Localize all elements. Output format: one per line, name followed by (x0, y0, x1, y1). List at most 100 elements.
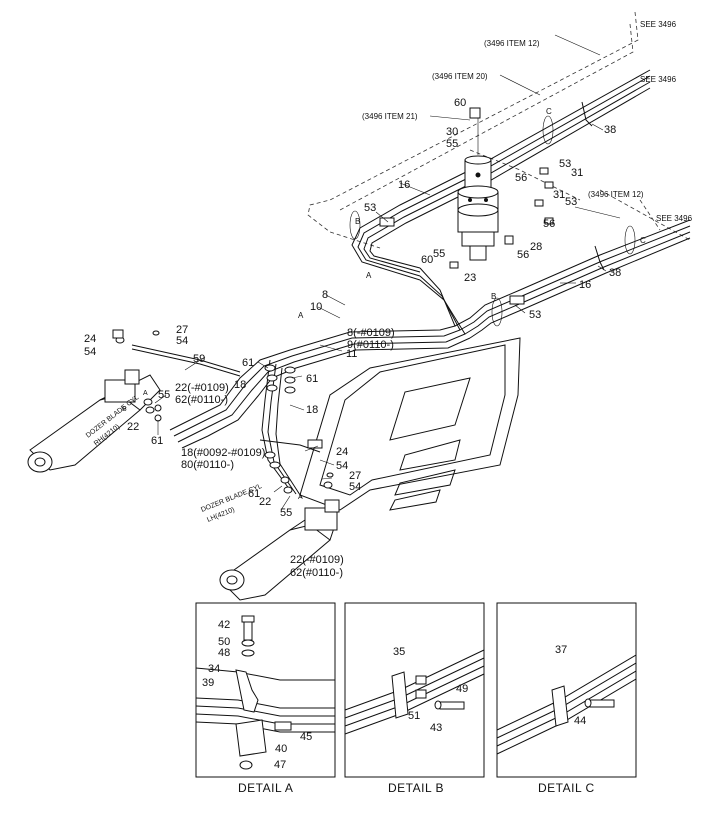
detail-a-callout-47: 47 (274, 759, 286, 771)
letter-c-right: C (640, 236, 646, 245)
center-swivel-joint (457, 155, 499, 261)
callout-30: 30 (446, 126, 458, 138)
callout-38a: 38 (604, 124, 616, 136)
detail-a-title: DETAIL A (238, 781, 293, 795)
callout-60b: 60 (421, 254, 433, 266)
callout-55d: 55 (280, 507, 292, 519)
callout-31b: 31 (553, 189, 565, 201)
detail-c-title: DETAIL C (538, 781, 595, 795)
callout-55a: 55 (446, 138, 458, 150)
letter-a-cyl: A (143, 390, 148, 397)
callout-61c: 61 (151, 435, 163, 447)
callout-55b: 55 (433, 248, 445, 260)
letter-a-mid: A (366, 271, 372, 280)
ref-item12-right: (3496 ITEM 12) (588, 190, 644, 199)
detail-a-callout-34: 34 (208, 663, 220, 675)
callout-54b: 54 (176, 335, 188, 347)
detail-b-callout-51: 51 (408, 710, 420, 722)
detail-b-callout-35: 35 (393, 646, 405, 658)
detail-c-callout-37: 37 (555, 644, 567, 656)
callout-55c: 55 (158, 389, 170, 401)
callout-22-sub-b: 22(-#0109) (290, 554, 344, 566)
detail-b-callout-43: 43 (430, 722, 442, 734)
detail-c-box: 37 44 DETAIL C (496, 602, 637, 795)
callout-27b: 27 (349, 470, 361, 482)
frame-bracket-outline (299, 337, 521, 511)
ref-item20: (3496 ITEM 20) (432, 72, 488, 81)
detail-b-callout-49: 49 (456, 683, 468, 695)
detail-a-callout-39: 39 (202, 677, 214, 689)
detail-c-callout-44: 44 (574, 715, 586, 727)
callout-53c: 53 (364, 202, 376, 214)
letter-a-cyl2: A (298, 494, 303, 501)
callout-9-sub: 9(#0110-) (347, 339, 394, 351)
detail-a-callout-42: 42 (218, 619, 230, 631)
detail-b-title: DETAIL B (388, 781, 444, 795)
callout-18a: 18 (234, 379, 246, 391)
callout-8-sub: 8(-#0109) (347, 327, 395, 339)
fittings-cluster-middle (264, 364, 334, 494)
detail-b-box: 35 49 51 43 DETAIL B (344, 602, 485, 795)
callout-54a: 54 (84, 346, 96, 358)
callout-22b: 22 (259, 496, 271, 508)
callout-16b: 16 (579, 279, 591, 291)
lower-hose-bundle (169, 267, 471, 449)
leader-lines (154, 34, 621, 511)
callout-56b: 56 (543, 218, 555, 230)
callout-61d: 61 (248, 488, 260, 500)
callout-18b: 18 (306, 404, 318, 416)
callout-61b: 61 (306, 373, 318, 385)
callout-61a: 61 (242, 357, 254, 369)
callout-18-sub: 18(#0092-#0109) (181, 447, 265, 459)
callout-54c: 54 (336, 460, 348, 472)
callout-10: 10 (310, 301, 322, 313)
dozer-blade-cylinder-lh (219, 499, 340, 601)
ref-item21: (3496 ITEM 21) (362, 112, 418, 121)
view-letters: C C B B A A A B A (122, 107, 646, 501)
letter-a-hose: A (298, 311, 304, 320)
callout-22-sub-a: 22(-#0109) (175, 382, 229, 394)
ref-item12-top: (3496 ITEM 12) (484, 39, 540, 48)
pipe-clamps (349, 101, 636, 327)
callout-53d: 53 (529, 309, 541, 321)
callout-8: 8 (322, 289, 328, 301)
callout-27a: 27 (176, 324, 188, 336)
callout-24b: 24 (336, 446, 348, 458)
swivel-fittings (449, 107, 554, 269)
detail-a-callout-48: 48 (218, 647, 230, 659)
callout-60a: 60 (454, 97, 466, 109)
letter-b-left: B (355, 217, 360, 226)
ref-see-top: SEE 3496 (640, 20, 677, 29)
callout-22a: 22 (127, 421, 139, 433)
callout-62-sub-a: 62(#0110-) (175, 394, 228, 406)
ref-see-right: SEE 3496 (656, 214, 693, 223)
letter-c-top: C (546, 107, 552, 116)
reference-labels: SEE 3496 (3496 ITEM 12) SEE 3496 (3496 I… (362, 20, 693, 223)
callout-38b: 38 (609, 267, 621, 279)
letter-b-cyl: B (122, 406, 127, 413)
fittings-cluster-left (112, 329, 162, 422)
detail-a-box: 42 50 48 34 39 45 40 47 DETAIL A (195, 602, 336, 795)
callout-56c: 56 (517, 249, 529, 261)
detail-a-callout-40: 40 (275, 743, 287, 755)
detail-a-callout-50: 50 (218, 636, 230, 648)
letter-b-mid: B (491, 292, 496, 301)
callout-54d: 54 (349, 481, 361, 493)
callout-16a: 16 (398, 179, 410, 191)
callout-56a: 56 (515, 172, 527, 184)
callout-59: 59 (193, 353, 205, 365)
callout-62-sub-b: 62(#0110-) (290, 567, 343, 579)
callout-80-sub: 80(#0110-) (181, 459, 234, 471)
right-pipe-bundle (454, 219, 691, 339)
callout-28: 28 (530, 241, 542, 253)
callout-23: 23 (464, 272, 476, 284)
ref-see-mid: SEE 3496 (640, 75, 677, 84)
dozer-blade-cylinder-rh (27, 369, 161, 473)
callout-11: 11 (346, 348, 357, 360)
callout-24a: 24 (84, 333, 96, 345)
callout-31a: 31 (571, 167, 583, 179)
detail-a-callout-45: 45 (300, 731, 312, 743)
upper-pipe-bundle (351, 69, 651, 281)
callout-numbers: 60 30 55 38 53 31 56 31 53 56 16 53 55 6… (84, 97, 621, 579)
